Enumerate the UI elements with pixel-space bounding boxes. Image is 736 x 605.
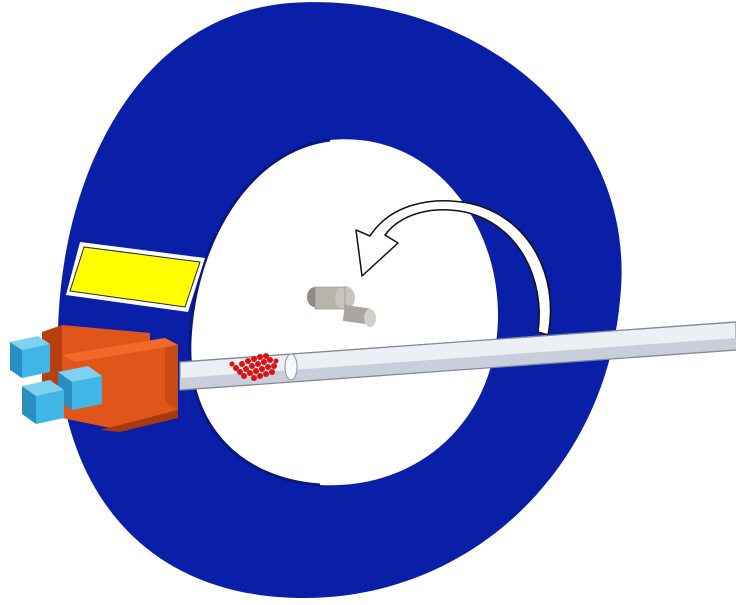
target-cylinder bbox=[307, 286, 376, 327]
